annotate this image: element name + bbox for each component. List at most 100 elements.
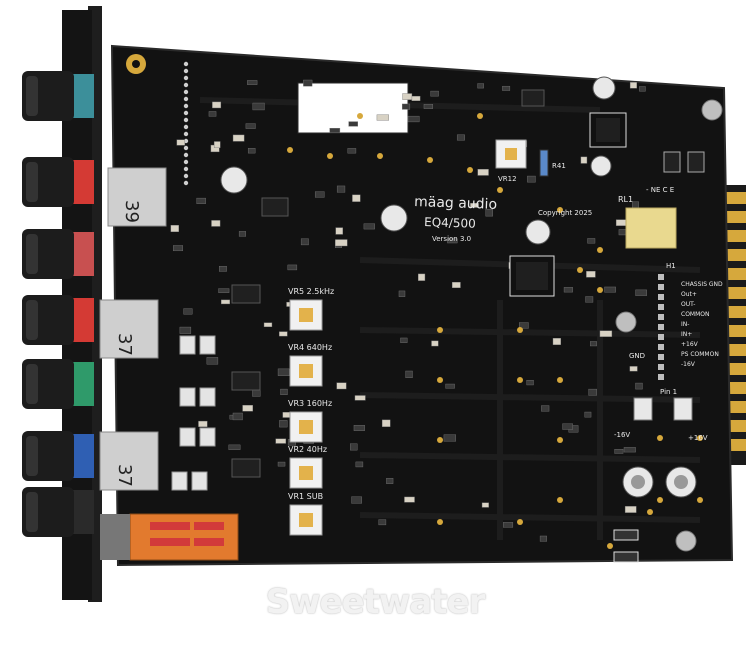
- header-pin: [658, 304, 664, 310]
- header-pin: [658, 364, 664, 370]
- smd-part: [431, 340, 439, 347]
- smd-part: [381, 419, 391, 427]
- smd-part: [624, 506, 637, 513]
- connector-finger: [726, 306, 746, 318]
- gnd-label: GND: [629, 352, 645, 360]
- smd-part: [329, 127, 341, 133]
- ic-u5: [521, 89, 545, 107]
- header-h1: [658, 274, 664, 380]
- connector-pin-label: IN-: [681, 321, 689, 328]
- capacitor-c40: [590, 155, 612, 177]
- header-pin: [183, 145, 189, 151]
- fuse-f2: [633, 397, 653, 421]
- smd-part: [232, 134, 245, 142]
- connector-pin-label: CHASSIS GND: [681, 281, 723, 288]
- header-pin: [183, 117, 189, 123]
- pot-body: [99, 299, 159, 359]
- smd-part: [303, 79, 313, 87]
- header-pin: [658, 354, 664, 360]
- smd-part: [418, 273, 426, 281]
- connector-finger: [726, 382, 746, 394]
- knob-highlight: [26, 300, 38, 340]
- capacitor-c39: [592, 76, 616, 100]
- trimmer-screw: [299, 364, 313, 378]
- smd-part: [179, 326, 192, 334]
- gold-pad: [517, 327, 523, 333]
- smd-part: [502, 522, 514, 528]
- connector-finger: [726, 401, 746, 413]
- smd-part: [423, 103, 433, 109]
- knob-highlight: [26, 162, 38, 202]
- smd-part: [477, 83, 484, 89]
- smd-part: [275, 438, 287, 444]
- gold-pad: [577, 267, 583, 273]
- smd-part: [173, 245, 184, 252]
- pos-rail-label: +16V: [688, 434, 708, 442]
- header-pin: [183, 68, 189, 74]
- trimmer: [289, 411, 323, 443]
- connector-finger: [726, 363, 746, 375]
- smd-part: [170, 225, 179, 232]
- brand-name: mäag audio: [414, 194, 497, 213]
- gold-pad: [517, 519, 523, 525]
- tape-label-1: 39: [121, 200, 142, 223]
- smd-part: [629, 366, 638, 372]
- smd-part: [635, 382, 643, 390]
- smd-part: [632, 201, 639, 209]
- model-name: EQ4/500: [424, 215, 476, 231]
- smd-part: [629, 82, 637, 89]
- header-pin: [658, 274, 664, 280]
- knob-highlight: [26, 234, 38, 274]
- smd-part: [247, 148, 256, 154]
- connector-pin-label: OUT-: [681, 301, 695, 308]
- connector-pin-label: -16V: [681, 361, 696, 368]
- smd-part: [252, 389, 261, 397]
- header-pin: [183, 131, 189, 137]
- connector-finger: [726, 287, 746, 299]
- smd-part: [351, 496, 362, 504]
- gold-pad: [427, 157, 433, 163]
- smd-part: [502, 85, 511, 91]
- smd-part: [355, 461, 364, 468]
- inductor-l2: [663, 151, 681, 173]
- film-capacitor: [179, 427, 196, 447]
- gold-pad: [497, 187, 503, 193]
- smd-part: [563, 287, 573, 293]
- smd-part: [588, 388, 597, 396]
- mounting-screw: [615, 311, 637, 333]
- film-capacitor: [179, 335, 196, 355]
- gold-pad: [657, 497, 663, 503]
- circuit-board: [110, 44, 734, 567]
- smd-part: [335, 239, 348, 247]
- pot-body: [107, 167, 167, 227]
- diode-d2: [613, 551, 639, 563]
- smd-part: [280, 388, 288, 395]
- gold-pad: [357, 113, 363, 119]
- connector-finger: [726, 268, 746, 280]
- smd-part: [348, 121, 358, 127]
- header-pin: [183, 110, 189, 116]
- connector-pin-label: COMMON: [681, 311, 709, 318]
- smd-part: [519, 322, 529, 329]
- gold-pad: [517, 377, 523, 383]
- smd-part: [470, 203, 479, 208]
- smd-part: [300, 238, 309, 246]
- smd-part: [562, 423, 573, 430]
- pot-labels: 39 37 37: [99, 167, 167, 491]
- connector-pin-label: Out+: [681, 291, 697, 298]
- resistor-r41: [539, 149, 549, 177]
- smd-part: [400, 337, 408, 343]
- header-pin: [183, 61, 189, 67]
- gold-pad: [657, 435, 663, 441]
- smd-part: [477, 169, 489, 176]
- smd-part: [363, 223, 375, 230]
- smd-part: [245, 123, 256, 129]
- smd-part: [451, 281, 461, 289]
- smd-part: [443, 434, 456, 442]
- gold-pad: [437, 519, 443, 525]
- connector-finger: [726, 420, 746, 432]
- smd-part: [635, 289, 647, 296]
- gold-pad: [557, 437, 563, 443]
- gold-pad: [597, 287, 603, 293]
